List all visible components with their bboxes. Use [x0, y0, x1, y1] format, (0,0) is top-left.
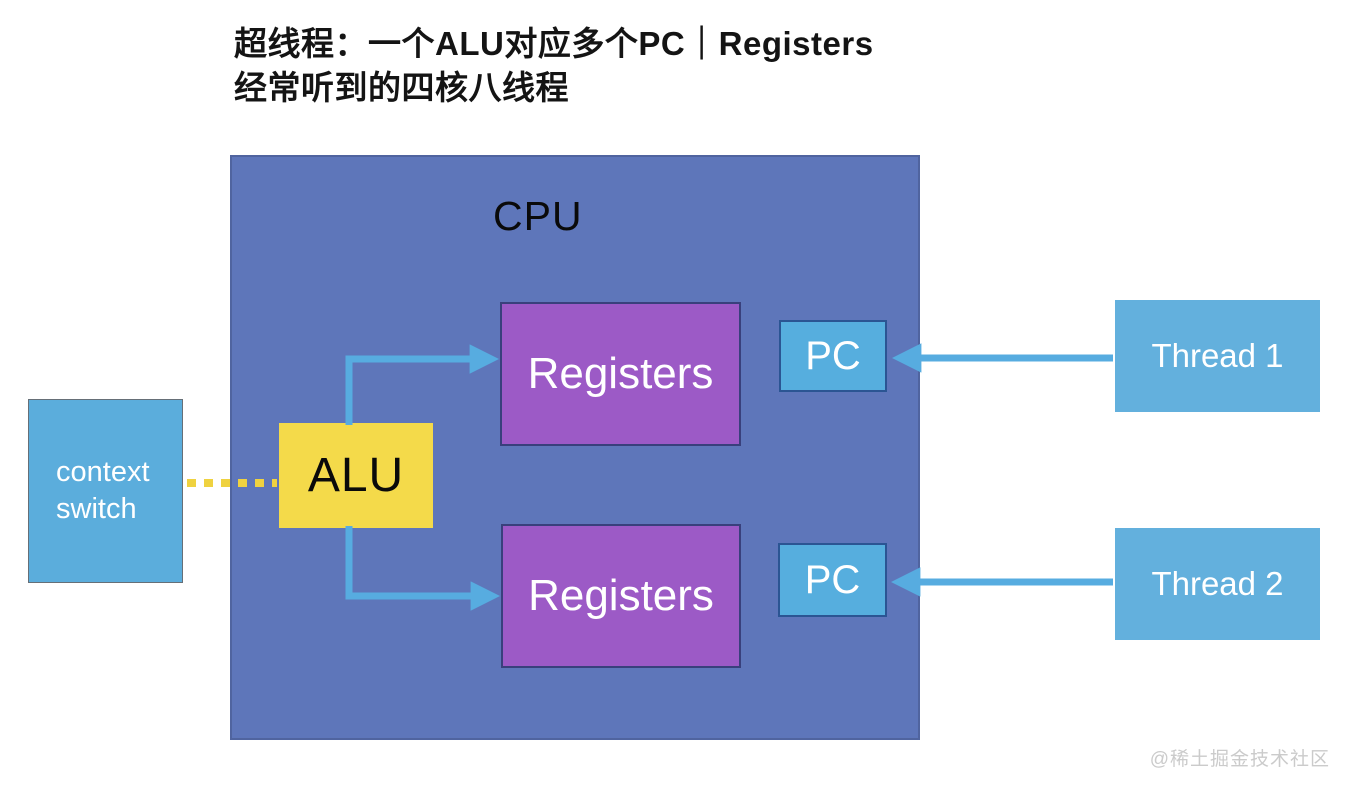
thread-1-box: Thread 1 [1115, 300, 1320, 412]
alu-label: ALU [307, 449, 405, 502]
registers-bottom-box: Registers [501, 524, 741, 668]
pc-bottom-box: PC [778, 543, 887, 617]
registers-top-box: Registers [500, 302, 741, 446]
diagram-title: 超线程：一个ALU对应多个PC｜Registers 经常听到的四核八线程 [234, 22, 874, 110]
title-line-1: 超线程：一个ALU对应多个PC｜Registers [234, 25, 874, 62]
pc-bottom-label: PC [804, 557, 861, 602]
thread-2-box: Thread 2 [1115, 528, 1320, 640]
thread-1-label: Thread 1 [1151, 337, 1284, 374]
title-line-2: 经常听到的四核八线程 [234, 69, 569, 106]
context-switch-label: context switch [56, 456, 150, 525]
pc-top-label: PC [805, 333, 861, 378]
cpu-label: CPU [493, 193, 583, 239]
registers-top-label: Registers [527, 349, 714, 398]
thread-2-label: Thread 2 [1151, 565, 1284, 602]
alu-box: ALU [279, 423, 433, 528]
pc-top-box: PC [779, 320, 887, 392]
context-switch-box: context switch [28, 399, 183, 583]
watermark: @稀土掘金技术社区 [1149, 749, 1330, 770]
registers-bottom-label: Registers [528, 571, 714, 620]
